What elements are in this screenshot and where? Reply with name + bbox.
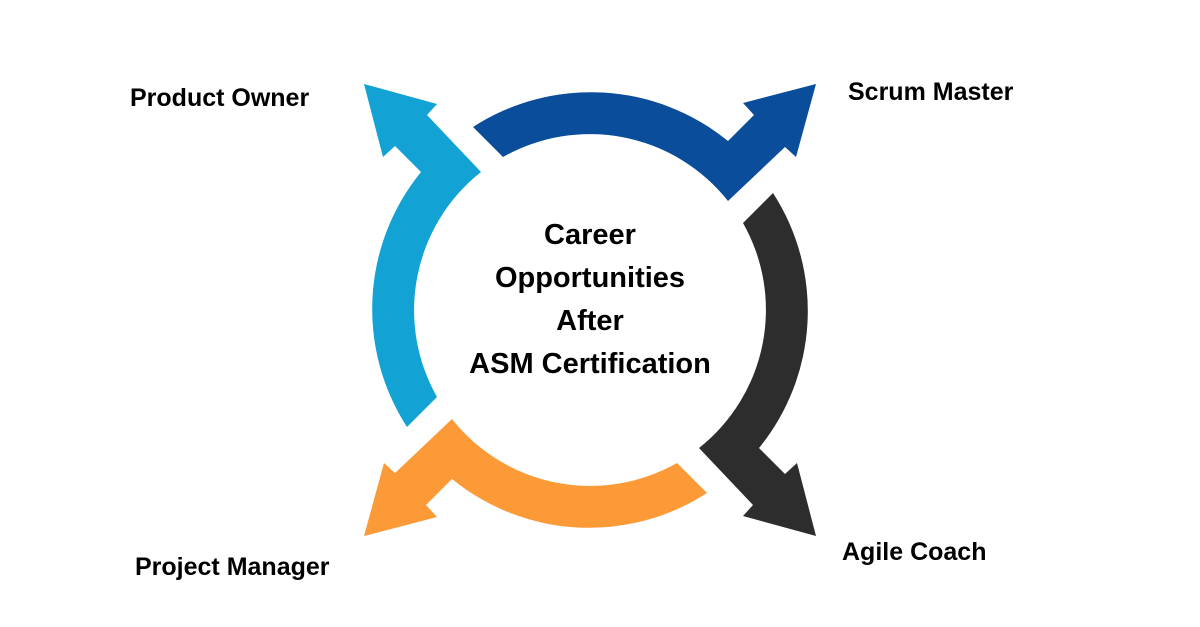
label-agile-coach: Agile Coach (842, 538, 987, 566)
label-project-manager: Project Manager (135, 553, 330, 581)
center-title-line: Opportunities (494, 262, 686, 294)
label-product-owner: Product Owner (130, 84, 310, 112)
center-title-line: After (556, 305, 624, 337)
label-scrum-master: Scrum Master (848, 78, 1014, 106)
center-title: Career Opportunities After ASM Certifica… (440, 214, 740, 386)
scrum-master-arrow (473, 84, 816, 201)
project-manager-arrow (364, 419, 707, 536)
center-title-line: ASM Certification (469, 348, 711, 380)
center-title-line: Career (544, 219, 636, 251)
